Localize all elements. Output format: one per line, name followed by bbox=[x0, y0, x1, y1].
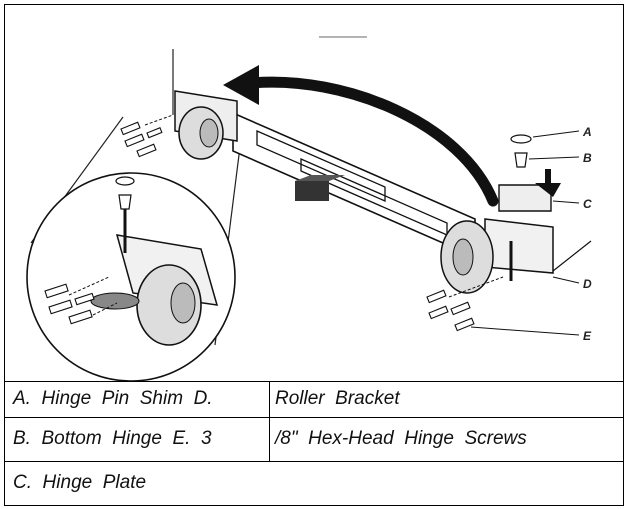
callout-d: D bbox=[583, 277, 592, 291]
legend-item-a: A. Hinge Pin Shim D. bbox=[13, 388, 213, 409]
magnified-detail bbox=[26, 172, 236, 381]
legend-row-1: A. Hinge Pin Shim D. Roller Bracket bbox=[5, 381, 623, 417]
swing-arrow bbox=[223, 65, 499, 207]
legend-item-c: C. Hinge Plate bbox=[13, 472, 147, 493]
right-roller-bracket bbox=[426, 134, 592, 332]
parts-legend: A. Hinge Pin Shim D. Roller Bracket B. B… bbox=[5, 381, 623, 505]
legend-item-e: /8" Hex-Head Hinge Screws bbox=[275, 428, 527, 449]
legend-column-divider bbox=[269, 381, 270, 461]
legend-item-d: Roller Bracket bbox=[275, 388, 400, 409]
callout-b: B bbox=[583, 151, 592, 165]
callout-c: C bbox=[583, 197, 592, 211]
legend-row-2: B. Bottom Hinge E. 3 /8" Hex-Head Hinge … bbox=[5, 417, 623, 461]
callout-a: A bbox=[582, 125, 592, 139]
legend-item-b: B. Bottom Hinge E. 3 bbox=[13, 428, 212, 449]
hinge-illustration: A B C D E bbox=[26, 36, 592, 381]
left-roller-bracket bbox=[120, 49, 238, 160]
diagram-frame: A B C D E A. Hinge Pin Shim D. Roller Br… bbox=[4, 4, 624, 506]
callout-e: E bbox=[583, 329, 592, 343]
legend-row-3: C. Hinge Plate bbox=[5, 461, 623, 505]
